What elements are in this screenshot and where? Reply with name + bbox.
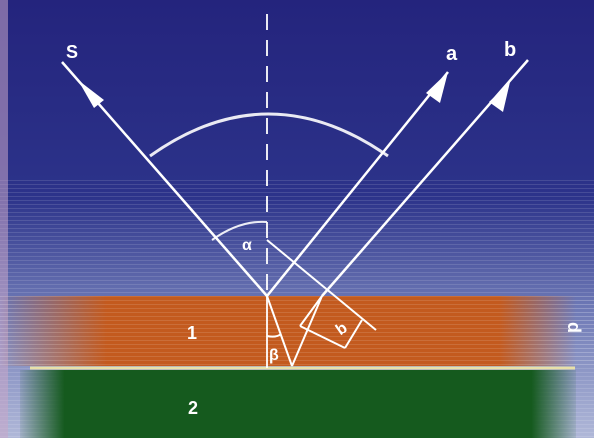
left-edge-strip bbox=[0, 0, 8, 438]
refracted-ray-up bbox=[291, 295, 323, 367]
label-incidence-angle: α bbox=[242, 237, 252, 254]
refracted-ray-down bbox=[266, 295, 293, 367]
reflected-ray-a bbox=[266, 71, 449, 297]
substrate-layer-2 bbox=[20, 370, 576, 438]
label-incident-ray: S bbox=[66, 42, 78, 62]
label-refraction-angle: β bbox=[269, 347, 279, 364]
label-film-thickness: d bbox=[564, 322, 584, 333]
aperture-arc bbox=[149, 112, 389, 158]
refraction-angle-arc bbox=[266, 333, 282, 338]
path-bracket-top bbox=[299, 295, 323, 327]
reflected-ray-a-arrowhead bbox=[426, 72, 448, 103]
incident-ray-arrowhead bbox=[78, 80, 104, 108]
path-bracket-end bbox=[344, 319, 363, 349]
reflected-ray-b-arrowhead bbox=[489, 82, 510, 112]
wavefront-perpendicular bbox=[266, 239, 377, 331]
label-layer-1: 1 bbox=[187, 323, 197, 343]
path-bracket-side bbox=[299, 325, 346, 349]
label-reflected-ray-a: a bbox=[446, 43, 458, 65]
label-reflected-ray-b: b bbox=[504, 39, 516, 61]
label-layer-2: 2 bbox=[188, 398, 198, 418]
